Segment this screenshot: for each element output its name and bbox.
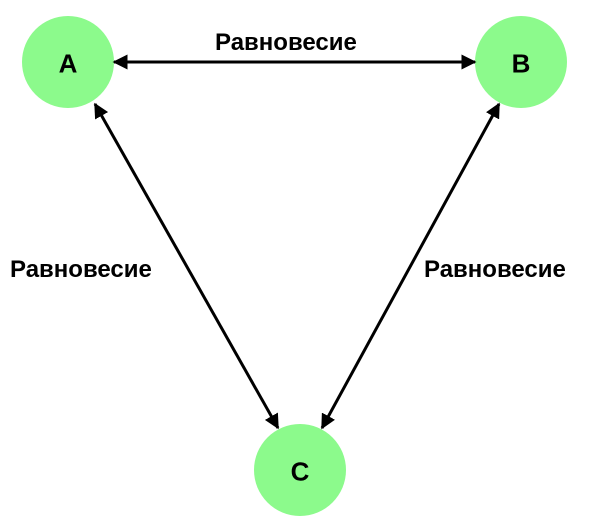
edge-b-c-arrow	[320, 102, 501, 430]
edge-a-b-label: Равновесие	[215, 29, 357, 56]
node-a-label: A	[58, 48, 78, 79]
edge-a-c-label: Равновесие	[10, 256, 152, 283]
node-c-circle	[254, 424, 346, 516]
edge-a-c-arrow	[93, 102, 280, 430]
node-c-label: C	[290, 456, 310, 487]
node-b-label: B	[511, 48, 531, 79]
node-a-circle	[22, 16, 114, 108]
node-b-circle	[475, 16, 567, 108]
edge-b-c-label: Равновесие	[424, 256, 566, 283]
